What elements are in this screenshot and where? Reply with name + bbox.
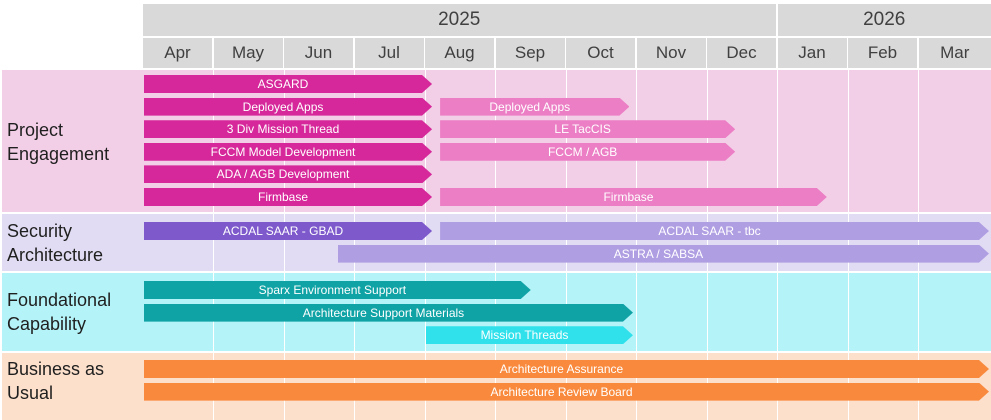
- band-label-0: Project Engagement: [7, 120, 110, 164]
- month-gridline: [565, 70, 567, 212]
- month-gridline: [424, 214, 426, 271]
- workstream-bar: Architecture Review Board: [144, 383, 989, 401]
- month-header-nov: Nov: [636, 38, 706, 68]
- band-label-1: Security Architecture: [7, 221, 104, 265]
- month-gridline: [918, 273, 919, 351]
- month-gridline: [354, 70, 355, 212]
- workstream-bar: Architecture Assurance: [144, 360, 989, 378]
- workstream-bar: LE TacCIS: [440, 120, 735, 138]
- month-gridline: [706, 273, 708, 351]
- workstream-bar: FCCM / AGB: [440, 143, 735, 161]
- month-header-aug: Aug: [425, 38, 494, 68]
- workstream-bar: Firmbase: [144, 188, 432, 206]
- workstream-bar: ADA / AGB Development: [144, 165, 432, 183]
- year-header-2025: 2025: [143, 4, 776, 36]
- month-gridline: [283, 70, 285, 212]
- month-gridline: [777, 70, 778, 212]
- month-gridline: [706, 70, 708, 212]
- month-gridline: [495, 70, 496, 212]
- workstream-bar: ACDAL SAAR - tbc: [440, 222, 989, 240]
- workstream-bar: Deployed Apps: [144, 98, 432, 116]
- month-gridline: [918, 70, 919, 212]
- workstream-bar: ACDAL SAAR - GBAD: [144, 222, 432, 240]
- band-label-2: Foundational Capability: [7, 290, 112, 334]
- month-gridline: [636, 273, 637, 351]
- workstream-bar: Architecture Support Materials: [144, 304, 633, 322]
- workstream-bar: Mission Threads: [426, 326, 633, 344]
- month-gridline: [918, 214, 919, 271]
- workstream-bar: 3 Div Mission Thread: [144, 120, 432, 138]
- workstream-bar: Deployed Apps: [440, 98, 629, 116]
- month-header-may: May: [213, 38, 283, 68]
- month-header-apr: Apr: [143, 38, 212, 68]
- month-header-dec: Dec: [707, 38, 776, 68]
- month-gridline: [777, 273, 778, 351]
- month-gridline: [424, 70, 426, 212]
- band-label-3: Business as Usual: [7, 359, 105, 403]
- month-header-oct: Oct: [566, 38, 635, 68]
- workstream-bar: Sparx Environment Support: [144, 281, 531, 299]
- workstream-bar: ASTRA / SABSA: [338, 245, 989, 263]
- month-gridline: [636, 70, 637, 212]
- month-gridline: [777, 214, 778, 271]
- workstream-bar: FCCM Model Development: [144, 143, 432, 161]
- month-gridline: [565, 214, 567, 271]
- month-header-feb: Feb: [848, 38, 917, 68]
- month-header-jun: Jun: [284, 38, 353, 68]
- year-header-2026: 2026: [777, 4, 991, 36]
- month-gridline: [283, 214, 285, 271]
- month-gridline: [636, 214, 637, 271]
- month-header-jan: Jan: [777, 38, 847, 68]
- month-gridline: [847, 70, 849, 212]
- month-gridline: [213, 214, 214, 271]
- month-gridline: [847, 273, 849, 351]
- month-gridline: [706, 214, 708, 271]
- workstream-bar: Firmbase: [440, 188, 827, 206]
- month-header-mar: Mar: [918, 38, 991, 68]
- month-gridline: [495, 214, 496, 271]
- month-header-sep: Sep: [495, 38, 565, 68]
- month-gridline: [847, 214, 849, 271]
- month-header-jul: Jul: [354, 38, 424, 68]
- month-gridline: [354, 214, 355, 271]
- workstream-bar: ASGARD: [144, 75, 432, 93]
- month-gridline: [213, 70, 214, 212]
